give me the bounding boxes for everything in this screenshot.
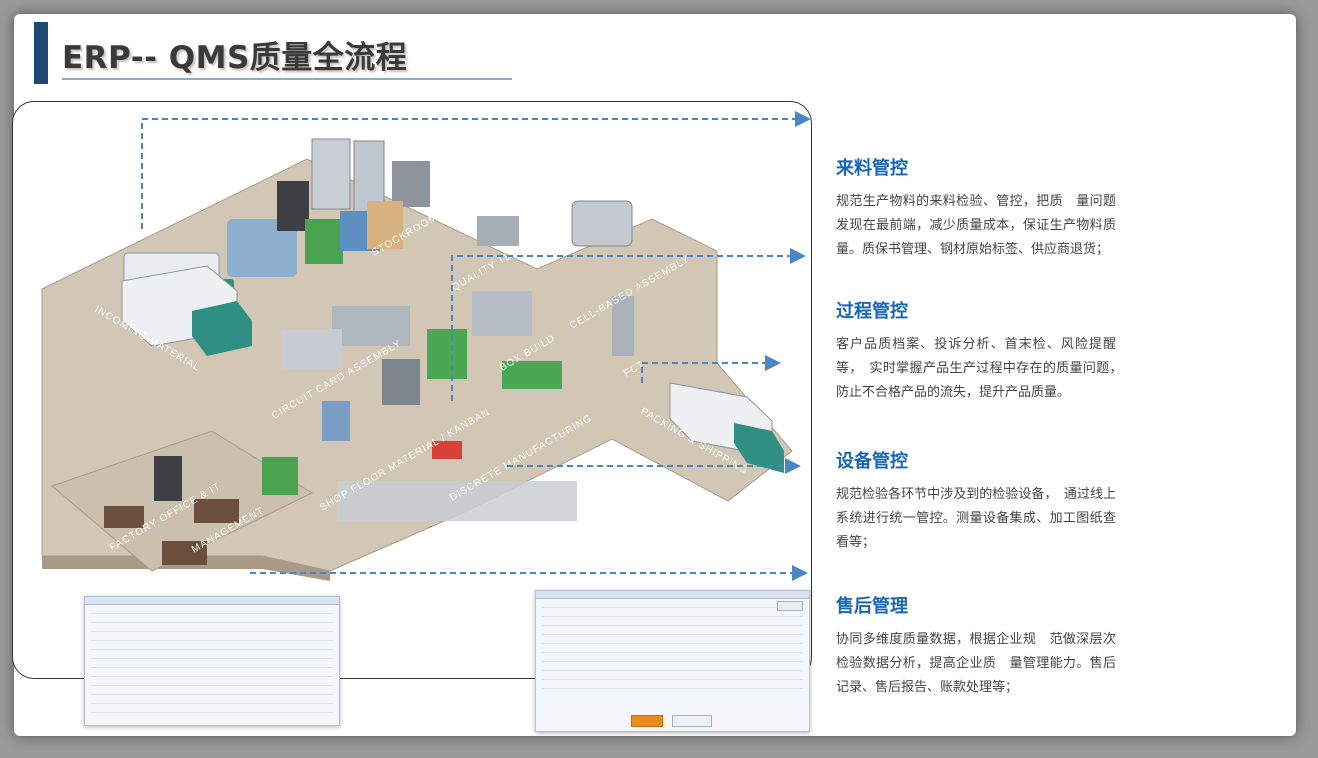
section-body: 客户品质档案、投诉分析、首末检、风险提醒 等， 实时掌握产品生产过程中存在的质量… (836, 337, 1129, 400)
section-aftersales-management: 售后管理 协同多维度质量数据，根据企业规 范做深层次检验数据分析，提高企业质 量… (836, 592, 1116, 700)
qms-form-screenshot-left (84, 596, 340, 726)
section-title: 来料管控 (836, 158, 908, 179)
section-process-control: 过程管控 客户品质档案、投诉分析、首末检、风险提醒 等， 实时掌握产品生产过程中… (836, 297, 1129, 405)
shipping-truck (669, 382, 784, 473)
section-incoming-control: 来料管控 规范生产物料的来料检验、管控，把质 量问题发现在最前端，减少质量成本，… (836, 154, 1116, 262)
cancel-button (672, 715, 712, 727)
confirm-button (631, 715, 663, 727)
machinery (104, 138, 634, 565)
view-drawing-button (777, 601, 803, 611)
title-underline (62, 78, 512, 80)
arrow-equipment (641, 355, 781, 383)
arrow-incoming (141, 111, 811, 229)
page-title: ERP-- QMS质量全流程 (62, 40, 408, 76)
section-body: 协同多维度质量数据，根据企业规 范做深层次检验数据分析，提高企业质 量管理能力。… (836, 632, 1116, 695)
section-equipment-control: 设备管控 规范检验各环节中涉及到的检验设备， 通过线上系统进行统一管控。测量设备… (836, 447, 1116, 555)
section-body: 规范生产物料的来料检验、管控，把质 量问题发现在最前端，减少质量成本，保证生产物… (836, 194, 1116, 257)
incoming-truck (121, 265, 252, 356)
title-accent-bar (34, 22, 48, 84)
factory-illustration: INCOMING MATERIAL STOCKROOM QUALITY TEST… (41, 111, 811, 581)
section-title: 售后管理 (836, 596, 908, 617)
section-title: 设备管控 (836, 451, 908, 472)
arrow-process (451, 248, 806, 401)
section-title: 过程管控 (836, 301, 908, 322)
flow-arrows (141, 111, 811, 581)
section-body: 规范检验各环节中涉及到的检验设备， 通过线上系统进行统一管控。测量设备集成、加工… (836, 487, 1116, 550)
qms-form-screenshot-right (535, 590, 810, 732)
